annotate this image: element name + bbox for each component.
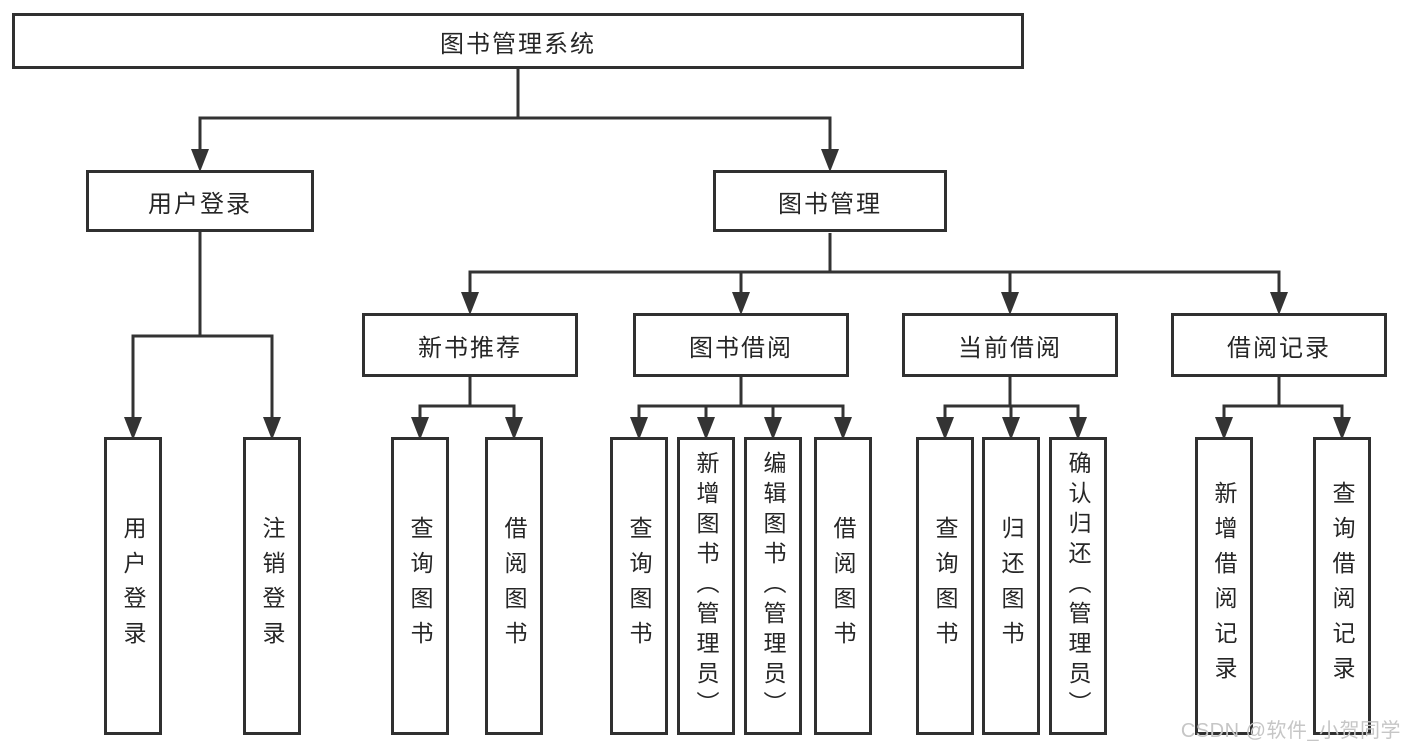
leaf-nb-borrow-books-label: 借阅图书	[501, 516, 527, 656]
leaf-bb-query-books-label: 查询图书	[626, 516, 652, 656]
leaf-logout: 注销登录	[243, 437, 301, 735]
leaf-cb-query-books-label: 查询图书	[932, 516, 958, 656]
leaf-cb-return-books: 归还图书	[982, 437, 1040, 735]
leaf-br-query-record: 查询借阅记录	[1313, 437, 1371, 735]
node-user-login-label: 用户登录	[148, 190, 252, 218]
node-book-borrowing-label: 图书借阅	[689, 334, 793, 362]
leaf-nb-query-books-label: 查询图书	[407, 516, 433, 656]
leaf-bb-add-books-admin: 新增图书（管理员）	[677, 437, 735, 735]
leaf-cb-query-books: 查询图书	[916, 437, 974, 735]
node-book-borrowing: 图书借阅	[633, 313, 849, 377]
node-borrow-records-label: 借阅记录	[1227, 334, 1331, 362]
leaf-cb-confirm-return-admin-label: 确认归还（管理员）	[1065, 451, 1091, 721]
leaf-cb-confirm-return-admin: 确认归还（管理员）	[1049, 437, 1107, 735]
watermark: CSDN @软件_小贺同学	[1180, 720, 1401, 742]
node-current-borrowing-label: 当前借阅	[958, 334, 1062, 362]
node-borrow-records: 借阅记录	[1171, 313, 1387, 377]
leaf-nb-borrow-books: 借阅图书	[485, 437, 543, 735]
node-new-book-recommend-label: 新书推荐	[418, 334, 522, 362]
arrowhead-group	[124, 149, 1351, 440]
node-book-management-label: 图书管理	[778, 190, 882, 218]
node-root-label: 图书管理系统	[440, 30, 596, 58]
leaf-nb-query-books: 查询图书	[391, 437, 449, 735]
node-current-borrowing: 当前借阅	[902, 313, 1118, 377]
leaf-br-query-record-label: 查询借阅记录	[1329, 481, 1355, 691]
leaf-bb-add-books-admin-label: 新增图书（管理员）	[693, 451, 719, 721]
leaf-user-login-label: 用户登录	[120, 516, 146, 656]
leaf-cb-return-books-label: 归还图书	[998, 516, 1024, 656]
node-user-login: 用户登录	[86, 170, 314, 232]
node-new-book-recommend: 新书推荐	[362, 313, 578, 377]
leaf-bb-edit-books-admin: 编辑图书（管理员）	[744, 437, 802, 735]
leaf-br-add-record-label: 新增借阅记录	[1211, 481, 1237, 691]
leaf-bb-query-books: 查询图书	[610, 437, 668, 735]
leaf-bb-borrow-books-label: 借阅图书	[830, 516, 856, 656]
leaf-bb-borrow-books: 借阅图书	[814, 437, 872, 735]
leaf-user-login: 用户登录	[104, 437, 162, 735]
leaf-bb-edit-books-admin-label: 编辑图书（管理员）	[760, 451, 786, 721]
leaf-logout-label: 注销登录	[259, 516, 285, 656]
node-book-management: 图书管理	[713, 170, 947, 232]
leaf-br-add-record: 新增借阅记录	[1195, 437, 1253, 735]
node-root: 图书管理系统	[12, 13, 1024, 69]
